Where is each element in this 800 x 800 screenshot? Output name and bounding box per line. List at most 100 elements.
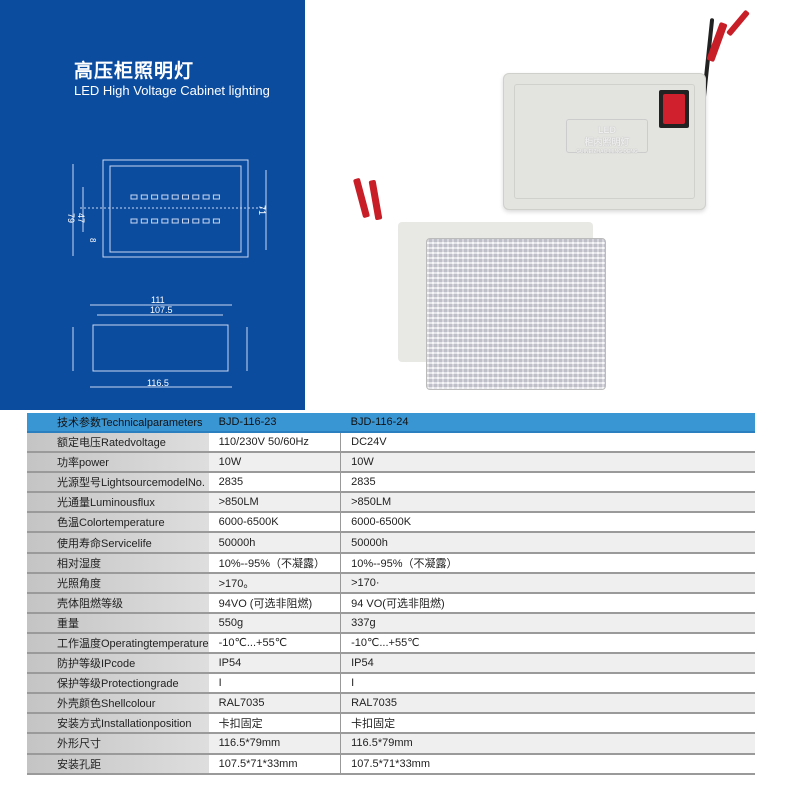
- param-label: 外壳颜色Shellcolour: [27, 693, 209, 715]
- header-param: 技术参数Technicalparameters: [27, 413, 209, 433]
- param-value: I: [208, 673, 341, 695]
- dim-47: 47: [76, 213, 86, 223]
- led-outline: [151, 218, 159, 224]
- dimension-drawing: 79 47 8 71 111 107.5 116.5: [66, 159, 267, 388]
- param-value: 2835: [208, 472, 341, 494]
- param-label: 外形尺寸: [27, 733, 209, 755]
- led-outline: [171, 218, 179, 224]
- led-outline: [140, 194, 148, 200]
- param-label: 光照角度: [27, 572, 209, 594]
- table-row: 光通量Luminousflux>850LM>850LM: [27, 492, 755, 514]
- product-label-plate: LED 柜内照明灯 GUINEIZHAO MING DENG: [566, 119, 648, 155]
- product-photo-back: LED 柜内照明灯 GUINEIZHAO MING DENG: [503, 73, 706, 210]
- led-outline: [151, 194, 159, 200]
- param-label: 使用寿命Servicelife: [27, 532, 209, 554]
- led-outline: [202, 218, 210, 224]
- spec-table: 技术参数Technicalparameters BJD-116-23 BJD-1…: [27, 413, 755, 775]
- led-outline: [192, 218, 200, 224]
- product-photo-front: [398, 222, 608, 390]
- led-outline: [140, 218, 148, 224]
- product-banner: 高压柜照明灯 LED High Voltage Cabinet lighting…: [0, 0, 305, 410]
- dim-107-5: 107.5: [150, 305, 173, 315]
- param-label: 安装孔距: [27, 753, 209, 775]
- header-model-1: BJD-116-23: [208, 413, 341, 433]
- param-label: 光源型号LightsourcemodelNo.: [27, 472, 209, 494]
- dim-116-5: 116.5: [147, 378, 169, 388]
- param-value: 卡扣固定: [340, 713, 755, 735]
- param-value: >170·: [340, 572, 755, 594]
- led-outline: [212, 194, 220, 200]
- dim-8: 8: [88, 238, 97, 243]
- label-line3: GUINEIZHAO MING DENG: [576, 149, 638, 155]
- param-value: 10W: [208, 452, 341, 474]
- param-value: >170。: [208, 572, 341, 594]
- param-value: 6000-6500K: [340, 512, 755, 534]
- param-value: 10%--95%（不凝露）: [340, 552, 755, 574]
- product-subtitle: LED High Voltage Cabinet lighting: [74, 83, 270, 98]
- param-label: 保护等级Protectiongrade: [27, 673, 209, 695]
- led-outline: [130, 218, 138, 224]
- param-label: 防护等级IPcode: [27, 653, 209, 675]
- led-outline: [130, 194, 138, 200]
- param-value: 116.5*79mm: [340, 733, 755, 755]
- dim-71: 71: [257, 205, 267, 215]
- param-value: 10W: [340, 452, 755, 474]
- param-value: RAL7035: [340, 693, 755, 715]
- param-value: 50000h: [340, 532, 755, 554]
- param-label: 光通量Luminousflux: [27, 492, 209, 514]
- led-outline: [161, 194, 169, 200]
- param-value: 337g: [340, 612, 755, 634]
- param-value: I: [340, 673, 755, 695]
- param-value: RAL7035: [208, 693, 341, 715]
- dim-111: 111: [151, 295, 165, 305]
- param-label: 安装方式Installationposition: [27, 713, 209, 735]
- param-value: 卡扣固定: [208, 713, 341, 735]
- param-value: >850LM: [208, 492, 341, 514]
- dim-79: 79: [66, 213, 76, 223]
- param-value: 50000h: [208, 532, 341, 554]
- param-value: 6000-6500K: [208, 512, 341, 534]
- led-outline: [192, 194, 200, 200]
- param-label: 工作温度Operatingtemperature: [27, 632, 209, 655]
- power-switch-icon: [659, 90, 689, 128]
- led-outline: [182, 218, 189, 224]
- param-value: 2835: [340, 472, 755, 494]
- param-value: IP54: [340, 653, 755, 675]
- param-value: IP54: [208, 653, 341, 675]
- param-value: -10℃...+55℃: [340, 632, 755, 655]
- param-value: 116.5*79mm: [208, 733, 341, 755]
- led-outline: [202, 194, 210, 200]
- product-title: 高压柜照明灯: [74, 61, 195, 82]
- header-model-2: BJD-116-24: [340, 413, 755, 433]
- param-value: 107.5*71*33mm: [208, 753, 341, 775]
- led-outline: [171, 194, 179, 200]
- param-value: 107.5*71*33mm: [340, 753, 755, 775]
- table-header-row: 技术参数Technicalparameters BJD-116-23 BJD-1…: [27, 413, 755, 433]
- led-outline: [161, 218, 169, 224]
- param-value: >850LM: [340, 492, 755, 514]
- param-value: 10%--95%（不凝露）: [208, 552, 341, 574]
- param-label: 功率power: [27, 452, 209, 474]
- param-value: 94VO (可选非阻燃): [208, 592, 341, 614]
- param-value: 94 VO(可选非阻燃): [340, 592, 755, 614]
- param-label: 色温Colortemperature: [27, 512, 209, 534]
- param-label: 壳体阻燃等级: [27, 592, 209, 614]
- label-line1: LED: [598, 125, 616, 135]
- param-value: 550g: [208, 612, 341, 634]
- param-label: 相对湿度: [27, 552, 209, 574]
- param-label: 额定电压Ratedvoltage: [27, 432, 209, 454]
- table-row: 光照角度>170。>170·: [27, 572, 755, 594]
- label-line2: 柜内照明灯: [584, 137, 630, 147]
